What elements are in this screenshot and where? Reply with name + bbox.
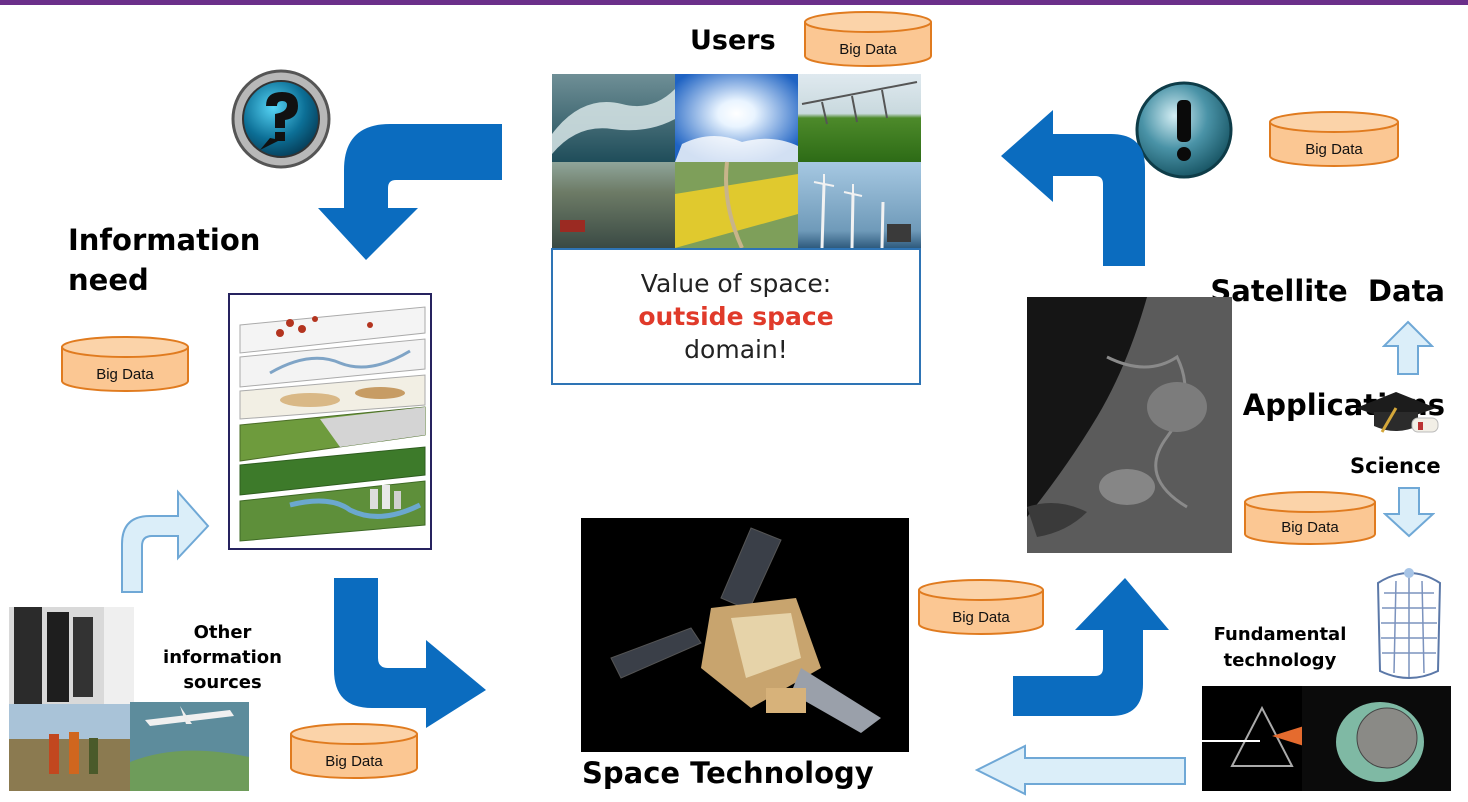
satellite-spacecraft-image <box>581 518 909 752</box>
users-collage-image <box>552 74 921 248</box>
other-line2: information <box>163 647 282 668</box>
gis-layers-image <box>228 293 432 550</box>
exclamation-icon-graphic <box>1135 81 1233 179</box>
value-line2-highlight: outside space <box>638 302 834 331</box>
big-data-label: Big Data <box>952 609 1010 626</box>
arrow-users-to-information-need <box>318 124 502 260</box>
information-need-line2: need <box>68 263 149 297</box>
satellite-line1: Satellite Data <box>1210 274 1445 308</box>
cylinder-icon <box>804 11 932 67</box>
data-center-image <box>9 607 134 704</box>
light-arrow-other-sources-up <box>121 489 210 593</box>
field-workers-image <box>9 704 130 791</box>
big-data-cylinder-information-need: Big Data <box>60 335 190 393</box>
exclamation-mark-icon <box>1134 80 1234 180</box>
aircraft-survey-photo <box>130 702 249 791</box>
question-icon-graphic <box>231 69 331 169</box>
big-data-label: Big Data <box>1305 141 1363 158</box>
big-data-label: Big Data <box>839 41 897 58</box>
satellite-earth-image <box>1027 297 1232 553</box>
top-border-line <box>0 0 1468 5</box>
graduation-cap-icon <box>1352 382 1440 444</box>
space-technology-label: Space Technology <box>582 756 874 790</box>
prism-and-wafer-photo <box>1202 686 1451 791</box>
gis-layers-illustration <box>239 306 426 542</box>
other-line1: Other <box>193 622 252 643</box>
big-data-label: Big Data <box>325 753 383 770</box>
arrow-space-technology-to-satellite-image <box>1013 578 1169 716</box>
prism-wafer-image <box>1202 686 1451 791</box>
fundamental-line1: Fundamental <box>1213 624 1347 645</box>
aircraft-image <box>130 702 249 791</box>
cylinder-icon <box>61 336 189 392</box>
information-need-line1: Information <box>68 223 261 257</box>
light-arrow-science-down <box>1383 487 1435 538</box>
carbon-nanotube-illustration <box>1366 563 1452 685</box>
fundamental-line2: technology <box>1223 650 1337 671</box>
space-technology-satellite-image <box>581 518 909 752</box>
other-information-sources-label: Other information sources <box>150 620 295 695</box>
big-data-cylinder-science: Big Data <box>1243 490 1377 546</box>
big-data-cylinder-space-technology: Big Data <box>917 578 1045 636</box>
big-data-label: Big Data <box>96 366 154 383</box>
question-mark-icon <box>230 68 332 170</box>
big-data-cylinder-other-sources: Big Data <box>289 722 419 780</box>
data-center-photo <box>9 607 134 704</box>
information-need-label: Information need <box>68 220 260 300</box>
satellite-image <box>1027 297 1232 553</box>
other-line3: sources <box>183 672 262 693</box>
users-label: Users <box>690 25 776 56</box>
cylinder-icon <box>918 579 1044 635</box>
users-photo-collage <box>552 74 921 248</box>
value-line3: domain! <box>684 335 788 364</box>
nanotube-image <box>1366 563 1452 685</box>
arrow-applications-to-users <box>1001 110 1145 266</box>
light-arrow-fundamental-to-space-technology <box>975 744 1186 796</box>
value-line1: Value of space: <box>640 269 832 298</box>
cylinder-icon <box>1269 111 1399 167</box>
cylinder-icon <box>290 723 418 779</box>
arrow-information-need-to-space-technology <box>334 578 486 728</box>
light-arrow-science-up <box>1382 320 1434 375</box>
big-data-cylinder-applications: Big Data <box>1268 110 1400 168</box>
big-data-cylinder-users: Big Data <box>803 10 933 68</box>
graduation-cap-image <box>1356 392 1439 433</box>
value-of-space-box: Value of space: outside space domain! <box>551 248 921 385</box>
big-data-label: Big Data <box>1281 519 1339 536</box>
science-label: Science <box>1350 454 1441 478</box>
fundamental-technology-label: Fundamental technology <box>1195 622 1365 674</box>
field-workers-photo <box>9 704 130 791</box>
cylinder-icon <box>1244 491 1376 545</box>
